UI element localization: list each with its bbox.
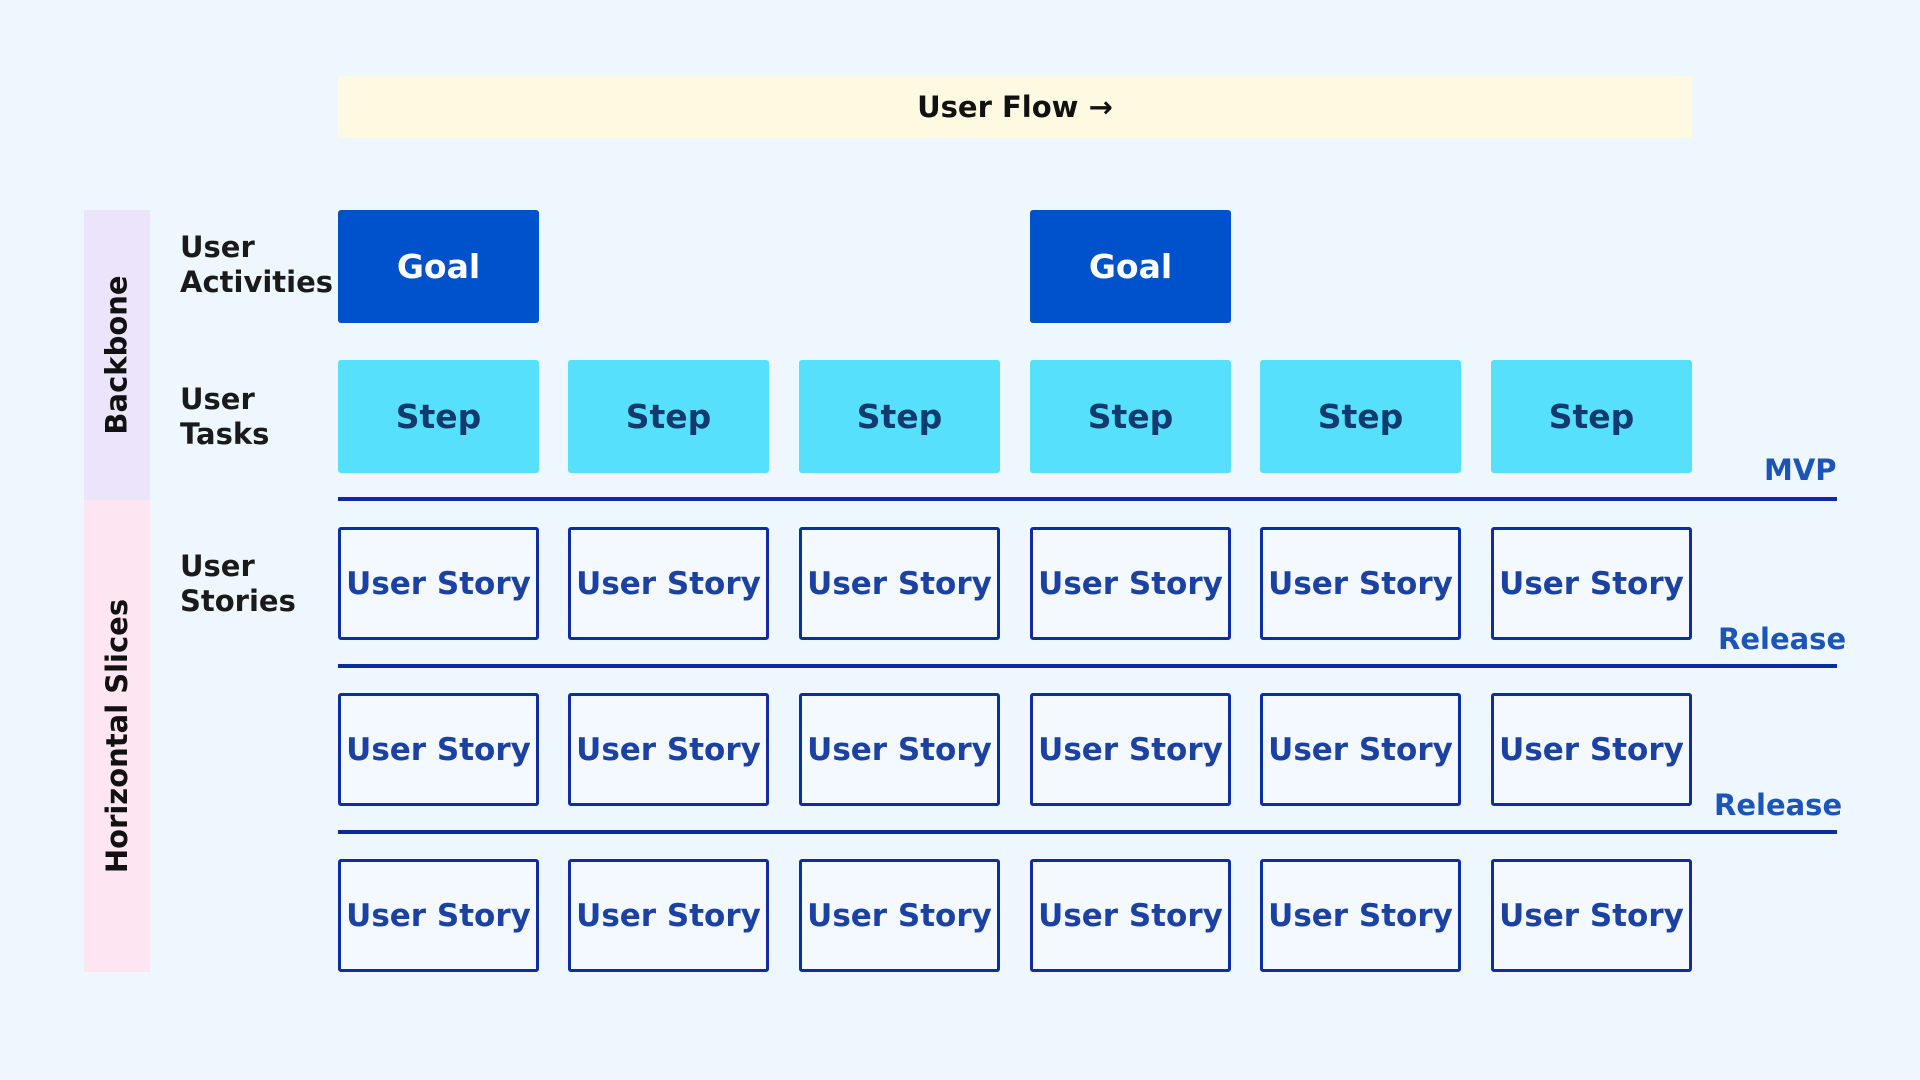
goal-card: Goal [1030,210,1231,323]
user-flow-label: User Flow → [917,90,1113,124]
user-story-card: User Story [799,693,1000,806]
user-story-card: User Story [1260,527,1461,640]
row-label-user-stories: User Stories [180,549,296,618]
user-story-card: User Story [1491,693,1692,806]
step-card: Step [568,360,769,473]
goal-card: Goal [338,210,539,323]
mvp-label: MVP [1764,453,1837,487]
mvp-divider [338,497,1837,501]
release-divider [338,664,1837,668]
user-story-card: User Story [1030,859,1231,972]
backbone-label: Backbone [100,275,134,435]
user-story-card: User Story [1260,859,1461,972]
user-story-card: User Story [1030,527,1231,640]
user-flow-banner: User Flow → [338,76,1692,138]
user-story-card: User Story [799,527,1000,640]
backbone-band: Backbone [84,210,150,500]
release-label: Release [1718,622,1847,656]
user-story-card: User Story [1491,527,1692,640]
horizontal-slices-label: Horizontal Slices [100,598,134,874]
release-divider [338,830,1837,834]
step-card: Step [1030,360,1231,473]
horizontal-slices-band: Horizontal Slices [84,500,150,972]
user-story-card: User Story [568,859,769,972]
row-label-user-tasks: User Tasks [180,382,270,451]
user-story-card: User Story [338,527,539,640]
step-card: Step [799,360,1000,473]
user-story-card: User Story [1030,693,1231,806]
user-story-card: User Story [338,859,539,972]
row-label-user-activities: User Activities [180,230,334,299]
user-story-card: User Story [568,527,769,640]
step-card: Step [1491,360,1692,473]
user-story-card: User Story [338,693,539,806]
user-story-card: User Story [568,693,769,806]
release-label: Release [1714,788,1843,822]
step-card: Step [1260,360,1461,473]
step-card: Step [338,360,539,473]
user-story-card: User Story [1260,693,1461,806]
user-story-card: User Story [799,859,1000,972]
user-story-card: User Story [1491,859,1692,972]
